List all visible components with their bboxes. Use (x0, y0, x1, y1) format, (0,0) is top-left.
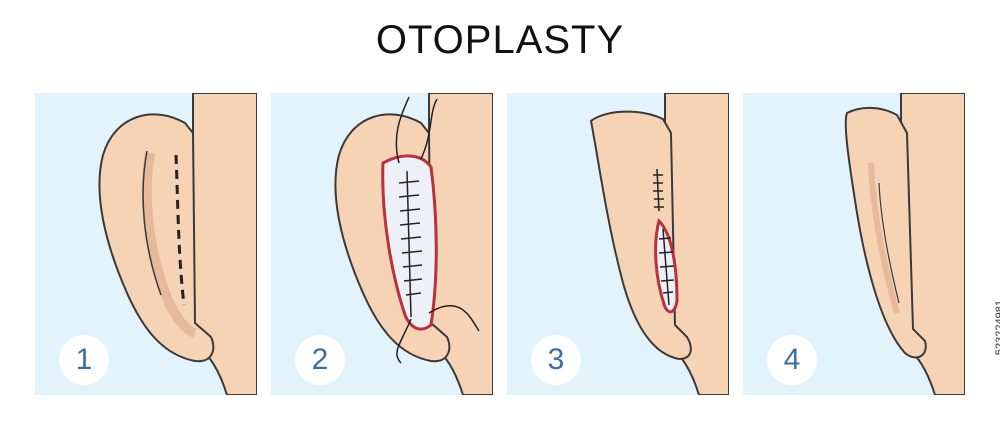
ear-illustration-step-2 (271, 93, 493, 395)
panel-step-3: 3 (507, 93, 729, 395)
side-image-id: 523224981 (994, 300, 1000, 356)
diagram-title: OTOPLASTY (375, 18, 625, 62)
step-number-badge: 2 (295, 335, 345, 385)
panel-step-4: 4 (743, 93, 965, 395)
step-number-badge: 1 (59, 335, 109, 385)
step-number-badge: 4 (767, 335, 817, 385)
panel-step-2: 2 (271, 93, 493, 395)
step-number-badge: 3 (531, 335, 581, 385)
panel-step-1: 1 (35, 93, 257, 395)
